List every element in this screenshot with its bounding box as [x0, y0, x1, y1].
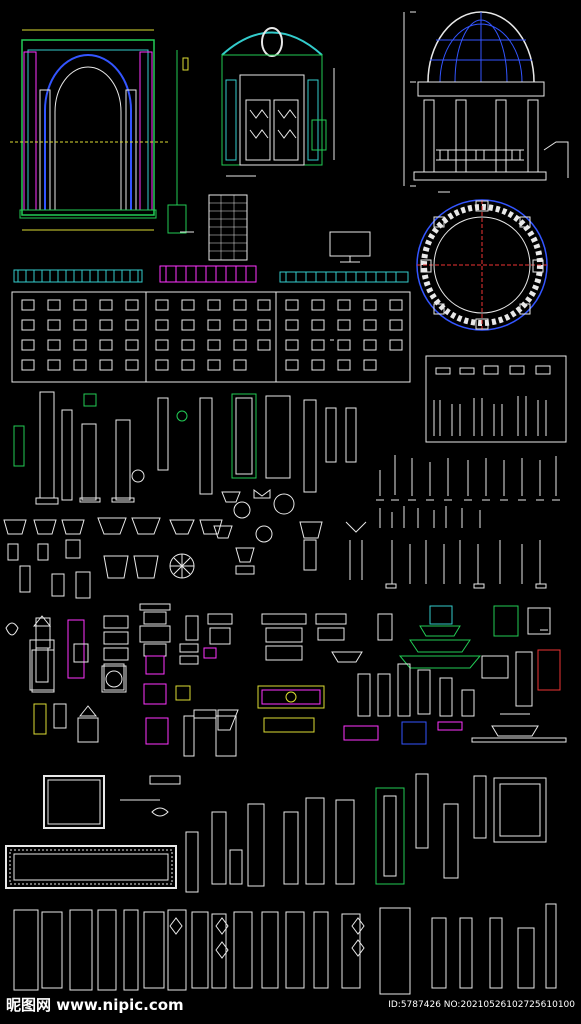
baluster-collection [376, 455, 560, 589]
pedestal-small [167, 50, 189, 234]
frieze-strip [13, 265, 409, 283]
pilaster-collection [13, 773, 557, 995]
annotation-marks [180, 175, 551, 631]
frame-molding [5, 775, 181, 889]
pedestal-collection [5, 615, 127, 743]
spec-table [208, 194, 248, 261]
column-row [13, 391, 357, 505]
monitor-symbol [329, 231, 371, 263]
watermark-site: 昵图网 www.nipic.com [6, 996, 184, 1014]
arch-door-elevation [10, 29, 170, 231]
capital-collection [31, 603, 393, 757]
watermark-id: ID:5787426 NO:20210526102725610100 [388, 1000, 575, 1010]
column-catalog-sheet [11, 291, 411, 383]
ornate-gate-elevation [221, 27, 335, 166]
planter-collection [3, 489, 367, 599]
fountain-collection [343, 605, 567, 745]
pavilion-plan [416, 199, 548, 331]
capital-sample-sheet [425, 355, 567, 443]
dome-pavilion-elevation [403, 11, 569, 187]
